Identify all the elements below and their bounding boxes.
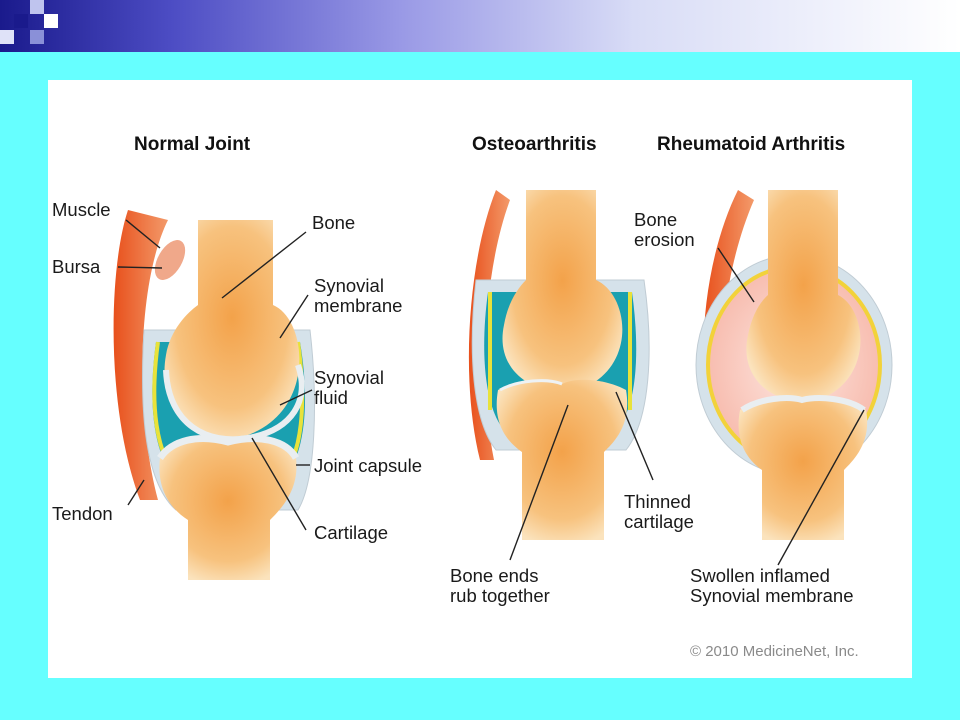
label-bone-erosion-line1: Bone [634,209,678,230]
label-synovial-membrane-line2: membrane [314,295,403,316]
corner-square-dark [14,14,28,28]
corner-square-light [0,30,14,44]
normal-joint-drawing [113,210,315,580]
rheumatoid-drawing [695,190,893,540]
osteoarthritis-drawing [468,190,650,540]
label-synovial-fluid-line2: fluid [314,387,348,408]
label-bone-ends-line1: Bone ends [450,565,539,586]
lower-bone-shape [159,436,297,580]
title-bar [0,0,960,52]
illustration-panel: Normal Joint Osteoarthritis Rheumatoid A… [48,80,912,678]
label-swollen-line1: Swollen inflamed [690,565,830,586]
label-bone: Bone [312,212,356,233]
bursa-shape [154,240,186,280]
label-synovial-fluid-line1: Synovial [314,367,384,388]
corner-square-light [44,14,58,28]
label-bone-erosion-line2: erosion [634,229,695,250]
label-tendon: Tendon [52,503,113,524]
label-muscle: Muscle [52,199,111,220]
label-cartilage: Cartilage [314,522,389,543]
leader-lines [117,219,865,566]
title-rheumatoid-arthritis: Rheumatoid Arthritis [657,134,846,155]
title-normal-joint: Normal Joint [134,134,251,155]
label-thinned-cartilage-line1: Thinned [624,491,691,512]
corner-square-light [30,0,44,14]
label-bone-ends-line2: rub together [450,585,550,606]
label-swollen-line2: Synovial membrane [690,585,854,606]
upper-bone-shape [164,220,300,437]
label-synovial-membrane-line1: Synovial [314,275,384,296]
muscle-shape [113,210,168,500]
label-thinned-cartilage-line2: cartilage [624,511,694,532]
title-osteoarthritis: Osteoarthritis [472,134,597,155]
label-bursa: Bursa [52,256,101,277]
corner-square-mid [30,30,44,44]
copyright-notice: © 2010 MedicineNet, Inc. [690,643,859,660]
label-joint-capsule: Joint capsule [314,455,422,476]
joint-diagram [113,190,893,580]
